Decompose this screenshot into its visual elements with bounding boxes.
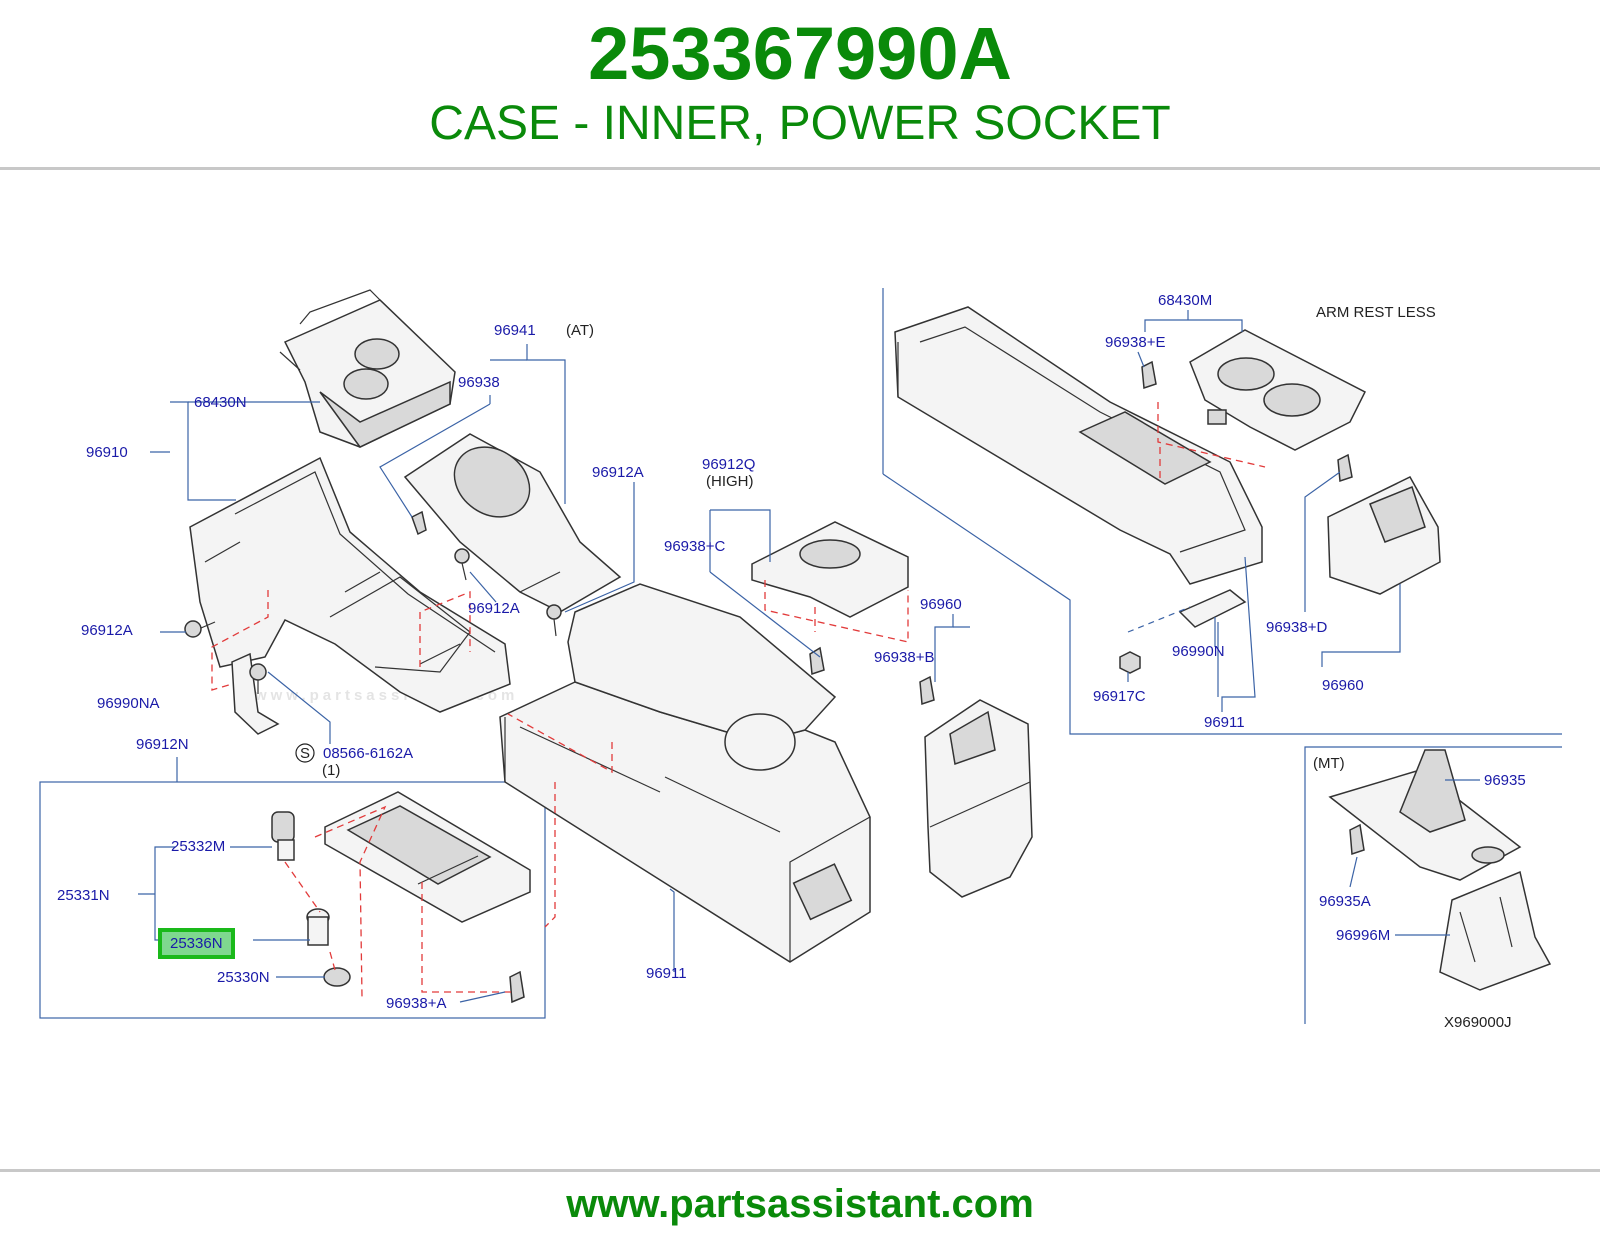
cup-holder-68430n: [279, 289, 456, 448]
note-arm-rest-less: ARM REST LESS: [1316, 304, 1436, 321]
label-96990na[interactable]: 96990NA: [97, 695, 160, 712]
label-96990n[interactable]: 96990N: [1172, 643, 1225, 660]
label-25336n[interactable]: 25336N: [170, 935, 223, 952]
label-96912a-center[interactable]: 96912A: [592, 464, 644, 481]
cup-holder-68430m: [1189, 329, 1367, 451]
bracket-96990na: [231, 652, 280, 735]
label-96912n[interactable]: 96912N: [136, 736, 189, 753]
screw-96912a-mid: [454, 548, 470, 581]
socket-group-box: [39, 781, 546, 1019]
label-68430m[interactable]: 68430M: [1158, 292, 1212, 309]
note-mt: (MT): [1313, 755, 1345, 772]
label-96911-right[interactable]: 96911: [1204, 714, 1245, 731]
header: 253367990A CASE - INNER, POWER SOCKET: [0, 0, 1600, 168]
label-96938e[interactable]: 96938+E: [1105, 334, 1165, 351]
assembly-dashed-line: [314, 805, 387, 998]
note-high: (HIGH): [706, 473, 754, 490]
tray-96912n: [324, 791, 531, 923]
label-96960-center[interactable]: 96960: [920, 596, 962, 613]
label-96938a[interactable]: 96938+A: [386, 995, 446, 1012]
nut-96917c: [1119, 651, 1141, 674]
lid-96960: [1327, 476, 1441, 595]
lighter-25332m: [271, 811, 295, 861]
center-console-96911: [499, 583, 871, 963]
power-socket-case-25336n: [306, 908, 330, 946]
shift-boot-96935: [1328, 749, 1522, 881]
s-symbol-circle: [295, 743, 315, 763]
assembly-dashed-line: [1127, 606, 1191, 633]
bracket-96990n: [1178, 589, 1247, 628]
part-number-title: 253367990A: [588, 12, 1012, 95]
label-25330n[interactable]: 25330N: [217, 969, 270, 986]
label-96941[interactable]: 96941: [494, 322, 536, 339]
highlighted-part-box: [158, 928, 235, 959]
label-96938b[interactable]: 96938+B: [874, 649, 934, 666]
shifter-cover-96941: [403, 433, 622, 613]
bolt-08566-6162a: [249, 663, 267, 694]
assembly-dashed-line: [211, 590, 269, 691]
screw-96912a-center: [546, 604, 562, 637]
label-08566-6162a[interactable]: 08566-6162A: [323, 745, 413, 762]
ring-25330n: [323, 967, 351, 987]
label-96938[interactable]: 96938: [458, 374, 500, 391]
label-96911-center[interactable]: 96911: [646, 965, 687, 982]
label-25332m[interactable]: 25332M: [171, 838, 225, 855]
label-96910[interactable]: 96910: [86, 444, 128, 461]
footer-url[interactable]: www.partsassistant.com: [566, 1182, 1034, 1226]
assembly-dashed-line: [284, 861, 321, 913]
clip-96938: [411, 510, 427, 536]
label-96935[interactable]: 96935: [1484, 772, 1526, 789]
assembly-dashed-line: [419, 591, 471, 667]
label-25331n[interactable]: 25331N: [57, 887, 110, 904]
rear-panel-96960: [924, 699, 1033, 898]
frame-line: [882, 473, 1562, 735]
label-96996m[interactable]: 96996M: [1336, 927, 1390, 944]
assembly-dashed-line: [507, 713, 613, 774]
label-96960-right[interactable]: 96960: [1322, 677, 1364, 694]
clip-96938a: [509, 970, 525, 1004]
clip-96938d: [1337, 453, 1353, 483]
header-divider: [0, 167, 1600, 170]
note-s-symbol: S: [300, 745, 310, 762]
armrest-less-console-96911: [894, 306, 1263, 585]
label-96938d[interactable]: 96938+D: [1266, 619, 1327, 636]
part-name-subtitle: CASE - INNER, POWER SOCKET: [429, 97, 1171, 150]
clip-96938b: [919, 675, 935, 706]
label-96912q[interactable]: 96912Q: [702, 456, 755, 473]
clip-96935a: [1349, 823, 1365, 856]
assembly-dashed-line: [1157, 402, 1266, 468]
assembly-dashed-line: [329, 951, 336, 971]
assembly-dashed-line: [421, 882, 512, 993]
label-96935a[interactable]: 96935A: [1319, 893, 1371, 910]
label-96938c[interactable]: 96938+C: [664, 538, 725, 555]
label-96912a-screw[interactable]: 96912A: [468, 600, 520, 617]
footer-divider: [0, 1169, 1600, 1172]
note-diagram-code: X969000J: [1444, 1014, 1512, 1031]
bracket-96996m: [1439, 870, 1552, 991]
note-at: (AT): [566, 322, 594, 339]
clip-96938e: [1141, 360, 1157, 390]
label-68430n[interactable]: 68430N: [194, 394, 247, 411]
parts-diagram: www.partsassistant.com: [39, 288, 1562, 1031]
clip-96938c: [809, 646, 825, 676]
note-qty: (1): [322, 762, 340, 779]
label-96912a-left[interactable]: 96912A: [81, 622, 133, 639]
screw-96912a-left: [184, 620, 216, 638]
console-body-96910: [189, 456, 511, 713]
upper-cover-96912q: [751, 521, 909, 618]
frame-line-mt: [1304, 746, 1562, 1024]
leader-lines: [138, 310, 1480, 1003]
assembly-dashed-line: [544, 782, 556, 928]
label-96917c[interactable]: 96917C: [1093, 688, 1146, 705]
assembly-dashed-line: [764, 580, 909, 643]
